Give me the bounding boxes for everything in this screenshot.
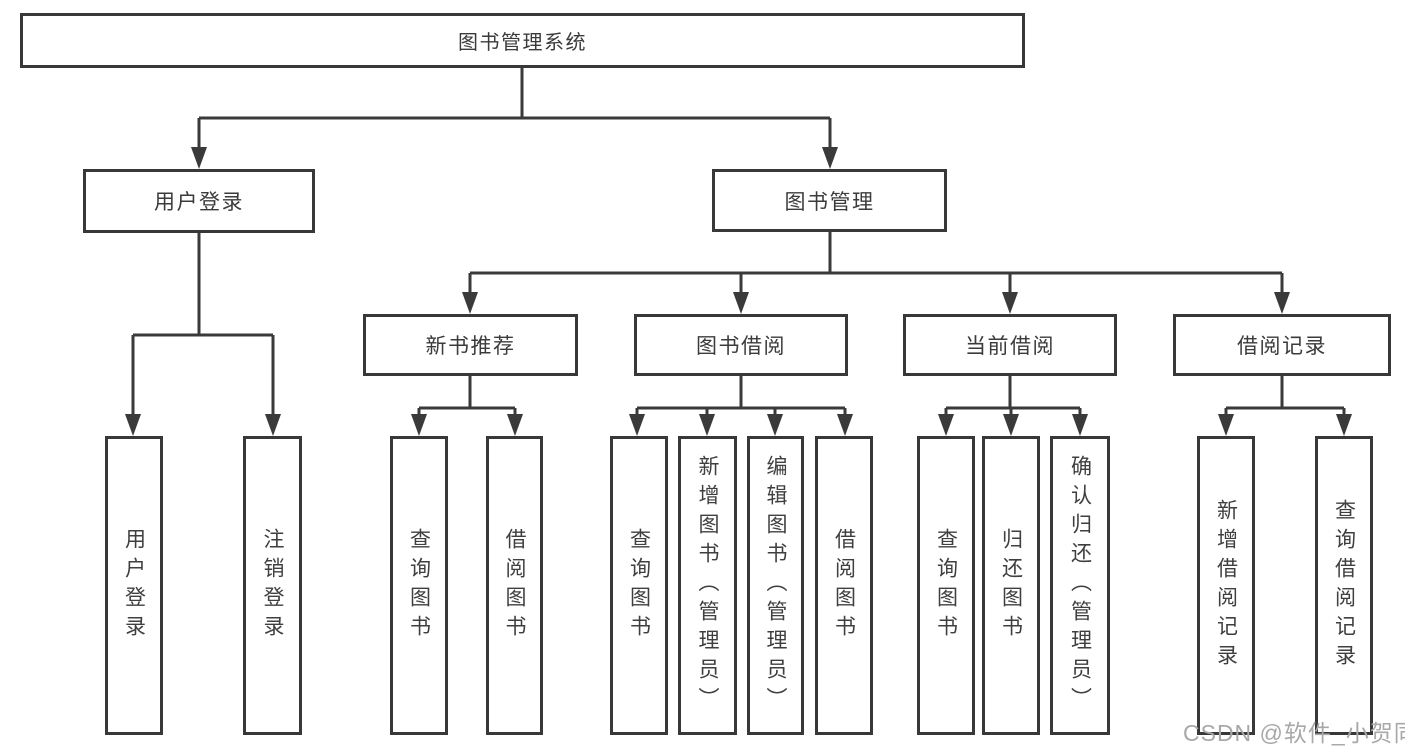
leaf-edit-book-admin: 编辑图书（管理员） (747, 436, 804, 735)
node-new-book-recommend: 新书推荐 (363, 314, 578, 376)
watermark: CSDN @软件_小贺同学 (1183, 720, 1405, 746)
leaf-confirm-return-admin: 确认归还（管理员） (1050, 436, 1110, 735)
connector-root (197, 68, 832, 150)
leaf-query-borrow-record-label: 查询借阅记录 (1332, 498, 1356, 673)
leaf-logout-label: 注销登录 (261, 527, 284, 644)
leaf-return-books-label: 归还图书 (999, 527, 1023, 644)
connector-book-management (468, 232, 1284, 295)
leaf-add-borrow-record-label: 新增借阅记录 (1214, 498, 1238, 673)
leaf-borrow-books-2: 借阅图书 (815, 436, 873, 735)
node-borrow-records: 借阅记录 (1173, 314, 1391, 376)
connector-current-borrow (944, 376, 1082, 417)
leaf-logout: 注销登录 (243, 436, 302, 735)
node-book-management: 图书管理 (712, 169, 947, 232)
arrowheads (125, 147, 1352, 436)
node-root-label: 图书管理系统 (458, 32, 587, 54)
node-current-borrow-label: 当前借阅 (965, 335, 1055, 358)
node-user-login-label: 用户登录 (154, 191, 244, 214)
leaf-user-login-label: 用户登录 (122, 527, 146, 644)
node-borrow-records-label: 借阅记录 (1237, 335, 1327, 358)
leaf-query-books-current-label: 查询图书 (934, 527, 958, 644)
leaf-query-books-borrow-label: 查询图书 (627, 527, 651, 644)
node-book-borrow: 图书借阅 (634, 314, 848, 376)
leaf-add-borrow-record: 新增借阅记录 (1197, 436, 1255, 735)
leaf-edit-book-admin-label: 编辑图书（管理员） (764, 455, 787, 716)
leaf-add-book-admin: 新增图书（管理员） (678, 436, 737, 735)
node-current-borrow: 当前借阅 (903, 314, 1117, 376)
connector-book-borrow (635, 376, 847, 417)
leaf-borrow-books-recommend: 借阅图书 (486, 436, 543, 735)
leaf-query-borrow-record: 查询借阅记录 (1315, 436, 1373, 735)
leaf-query-books-recommend-label: 查询图书 (407, 527, 431, 644)
connector-borrow-records (1224, 376, 1346, 417)
leaf-user-login: 用户登录 (105, 436, 163, 735)
leaf-borrow-books-recommend-label: 借阅图书 (503, 527, 526, 644)
connector-new-book-recommend (417, 376, 517, 417)
connector-user-login (131, 233, 275, 417)
node-new-book-recommend-label: 新书推荐 (425, 335, 516, 358)
node-user-login: 用户登录 (83, 169, 315, 233)
leaf-query-books-current: 查询图书 (917, 436, 975, 735)
node-root: 图书管理系统 (20, 13, 1025, 68)
node-book-borrow-label: 图书借阅 (696, 335, 786, 358)
leaf-return-books: 归还图书 (982, 436, 1040, 735)
leaf-query-books-recommend: 查询图书 (390, 436, 448, 735)
leaf-borrow-books-2-label: 借阅图书 (832, 527, 856, 644)
leaf-confirm-return-admin-label: 确认归还（管理员） (1068, 455, 1092, 716)
leaf-add-book-admin-label: 新增图书（管理员） (696, 455, 719, 716)
leaf-query-books-borrow: 查询图书 (610, 436, 668, 735)
node-book-management-label: 图书管理 (784, 190, 875, 214)
